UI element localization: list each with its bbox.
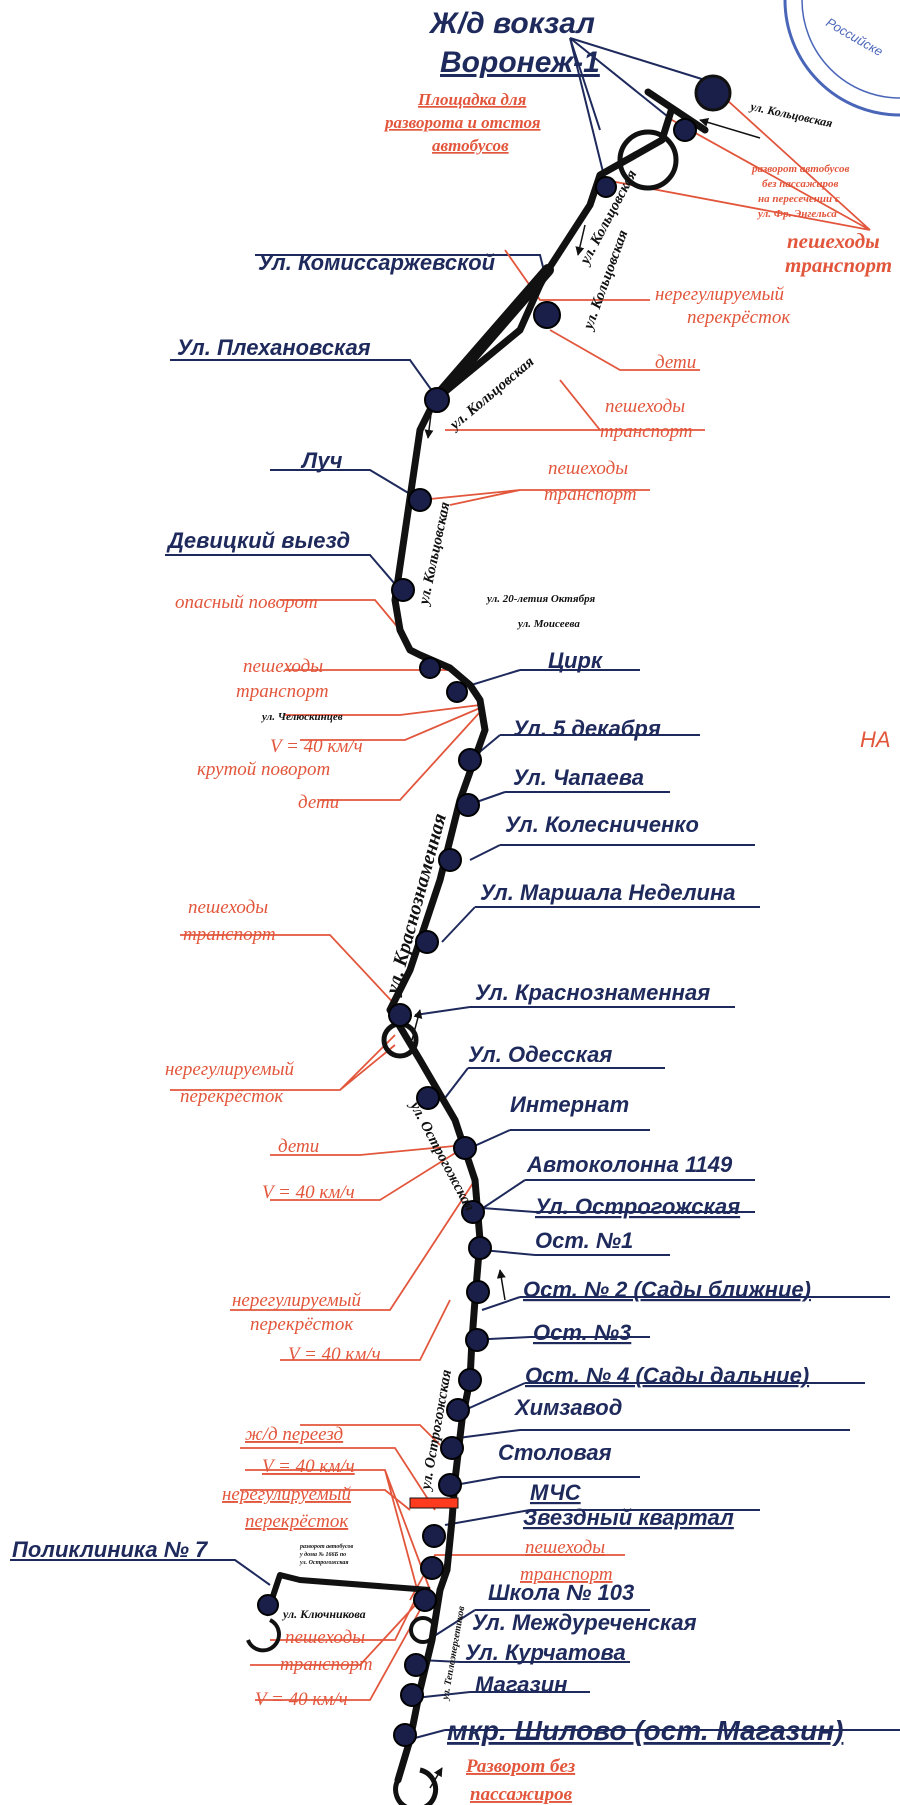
hazard-label: транспорт — [600, 421, 693, 442]
stop-label: Ул. Колесниченко — [505, 812, 699, 837]
hazard-label: транспорт — [183, 924, 276, 945]
station-title-line1: Ж/д вокзал — [428, 7, 595, 40]
hazard-label: дети — [298, 792, 339, 813]
stop-label: Автоколонна 1149 — [526, 1152, 733, 1177]
hazard-label: пешеходы — [787, 229, 880, 253]
hazard-label: крутой поворот — [197, 759, 330, 780]
hazard-label: перекрёсток — [250, 1314, 354, 1335]
stop-label: Химзавод — [513, 1395, 622, 1420]
stop-label: Ул. Острогожская — [535, 1194, 740, 1219]
street-krasnoznamennaya: ул. Краснознаменная — [381, 811, 451, 998]
stop-label: Ул. Краснознаменная — [475, 980, 710, 1005]
hazard-label: V = 40 км/ч — [270, 736, 363, 757]
stop-label: МЧС — [530, 1480, 582, 1505]
end-note-2: пассажиров — [470, 1784, 573, 1805]
polyclinic-note-3: ул. Острогожская — [299, 1560, 349, 1566]
direction-arrows — [411, 118, 761, 1789]
stop-label: Школа № 103 — [488, 1580, 634, 1605]
station-title-line2: Воронеж-1 — [440, 46, 600, 79]
hazard-label: транспорт — [236, 681, 329, 702]
stamp-seal: Российске — [783, 0, 900, 117]
hazard-label: пешеходы — [548, 458, 628, 479]
stop-label: Ост. №1 — [535, 1228, 633, 1253]
roundabout-south — [409, 1616, 437, 1644]
stop-label: Цирк — [548, 648, 604, 673]
uturn-note-4: ул. Фр. Энгельса — [756, 208, 837, 220]
stop-label: Ул. Одесская — [468, 1042, 612, 1067]
polyclinic-note-2: у дома № 166Б по — [299, 1551, 346, 1558]
stop-label: Девицкий выезд — [166, 528, 350, 553]
stop-label: Ул. 5 декабря — [513, 716, 661, 741]
hazard-label: V = 40 км/ч — [255, 1689, 348, 1710]
stop-label: Ул. Чапаева — [513, 765, 644, 790]
hazard-label: V = 40 км/ч — [262, 1182, 355, 1203]
hazard-label: V = 40 км/ч — [262, 1456, 355, 1477]
hazard-label: нерегулируемый — [165, 1059, 295, 1080]
street-chelyuskintsev: ул. Челюскинцев — [260, 711, 343, 723]
hazard-label: транспорт — [785, 253, 892, 277]
stop-label: Ост. № 4 (Сады дальние) — [525, 1363, 809, 1388]
street-koltsovskaya-d: ул. Кольцовская — [416, 500, 454, 607]
stop-label: Луч — [300, 448, 343, 473]
stop-label: Ост. № 2 (Сады ближние) — [523, 1277, 811, 1302]
street-oct20: ул. 20-летия Октября — [485, 593, 595, 605]
hazard-leaders — [170, 79, 871, 1701]
hazard-label: пешеходы — [605, 396, 685, 417]
terminal-note-3: автобусов — [432, 136, 509, 155]
stop-dots — [257, 118, 697, 1747]
uturn-note-2: без пассажиров — [762, 178, 838, 190]
hazard-label: перекрёсток — [687, 307, 791, 328]
hazard-label: пешеходы — [285, 1627, 365, 1648]
hazard-label: пешеходы — [525, 1537, 605, 1558]
hazard-label: транспорт — [520, 1564, 613, 1585]
stop-label: Ул. Маршала Неделина — [480, 880, 735, 905]
stop-label: Ул. Междуреченская — [472, 1610, 697, 1635]
street-koltsovskaya-top: ул. Кольцовская — [747, 99, 833, 130]
hazard-label: нерегулируемый — [222, 1484, 352, 1505]
hazard-label: перекрёсток — [180, 1086, 284, 1107]
hazard-label: транспорт — [280, 1654, 373, 1675]
uturn-note-1: разворот автобусов — [751, 163, 850, 175]
polyclinic-note-1: разворот автобусов — [299, 1543, 353, 1550]
stop-label: Интернат — [510, 1092, 629, 1117]
stop-label-final: мкр. Шилово (ост. Магазин) — [447, 1715, 843, 1746]
hazard-label: V = 40 км/ч — [288, 1344, 381, 1365]
uturn-note-3: на пересечении с — [758, 193, 840, 205]
side-fragment: НА — [860, 727, 891, 752]
stop-label: Ул. Плехановская — [177, 335, 371, 360]
hazard-label: дети — [655, 352, 696, 373]
terminal-note-2: разворота и отстоя — [383, 113, 541, 132]
hazard-label: перекрёсток — [245, 1511, 349, 1532]
street-teploenergetikov: ул. Теплоэнергетиков — [440, 1605, 468, 1702]
rail-crossing — [409, 1497, 459, 1509]
street-klyuchnikova: ул. Ключникова — [281, 1607, 366, 1621]
hazard-label: опасный поворот — [175, 592, 318, 613]
hazard-label: ж/д переезд — [245, 1424, 343, 1445]
stop-label: Магазин — [475, 1672, 567, 1697]
stamp-text: Российске — [824, 15, 886, 60]
stop-label: Поликлиника № 7 — [12, 1537, 209, 1562]
stop-label: Ул. Комиссаржевской — [258, 250, 496, 275]
terminal-note-1: Площадка для — [417, 90, 527, 109]
stop-label: Звездный квартал — [523, 1505, 734, 1530]
stop-label: Столовая — [498, 1440, 612, 1465]
roundabout-top — [617, 129, 679, 191]
hazard-label: нерегулируемый — [655, 284, 785, 305]
hazard-label: нерегулируемый — [232, 1290, 362, 1311]
stop-label: Ул. Курчатова — [465, 1640, 626, 1665]
hazard-label: пешеходы — [188, 897, 268, 918]
hazard-label: транспорт — [544, 484, 637, 505]
street-moiseeva: ул. Моисеева — [516, 618, 580, 630]
terminal-stop-dot — [694, 74, 732, 112]
stop-label: Ост. №3 — [533, 1320, 631, 1345]
hazard-label: дети — [278, 1136, 319, 1157]
hazard-label: пешеходы — [243, 656, 323, 677]
end-note-1: Разворот без — [465, 1756, 576, 1777]
